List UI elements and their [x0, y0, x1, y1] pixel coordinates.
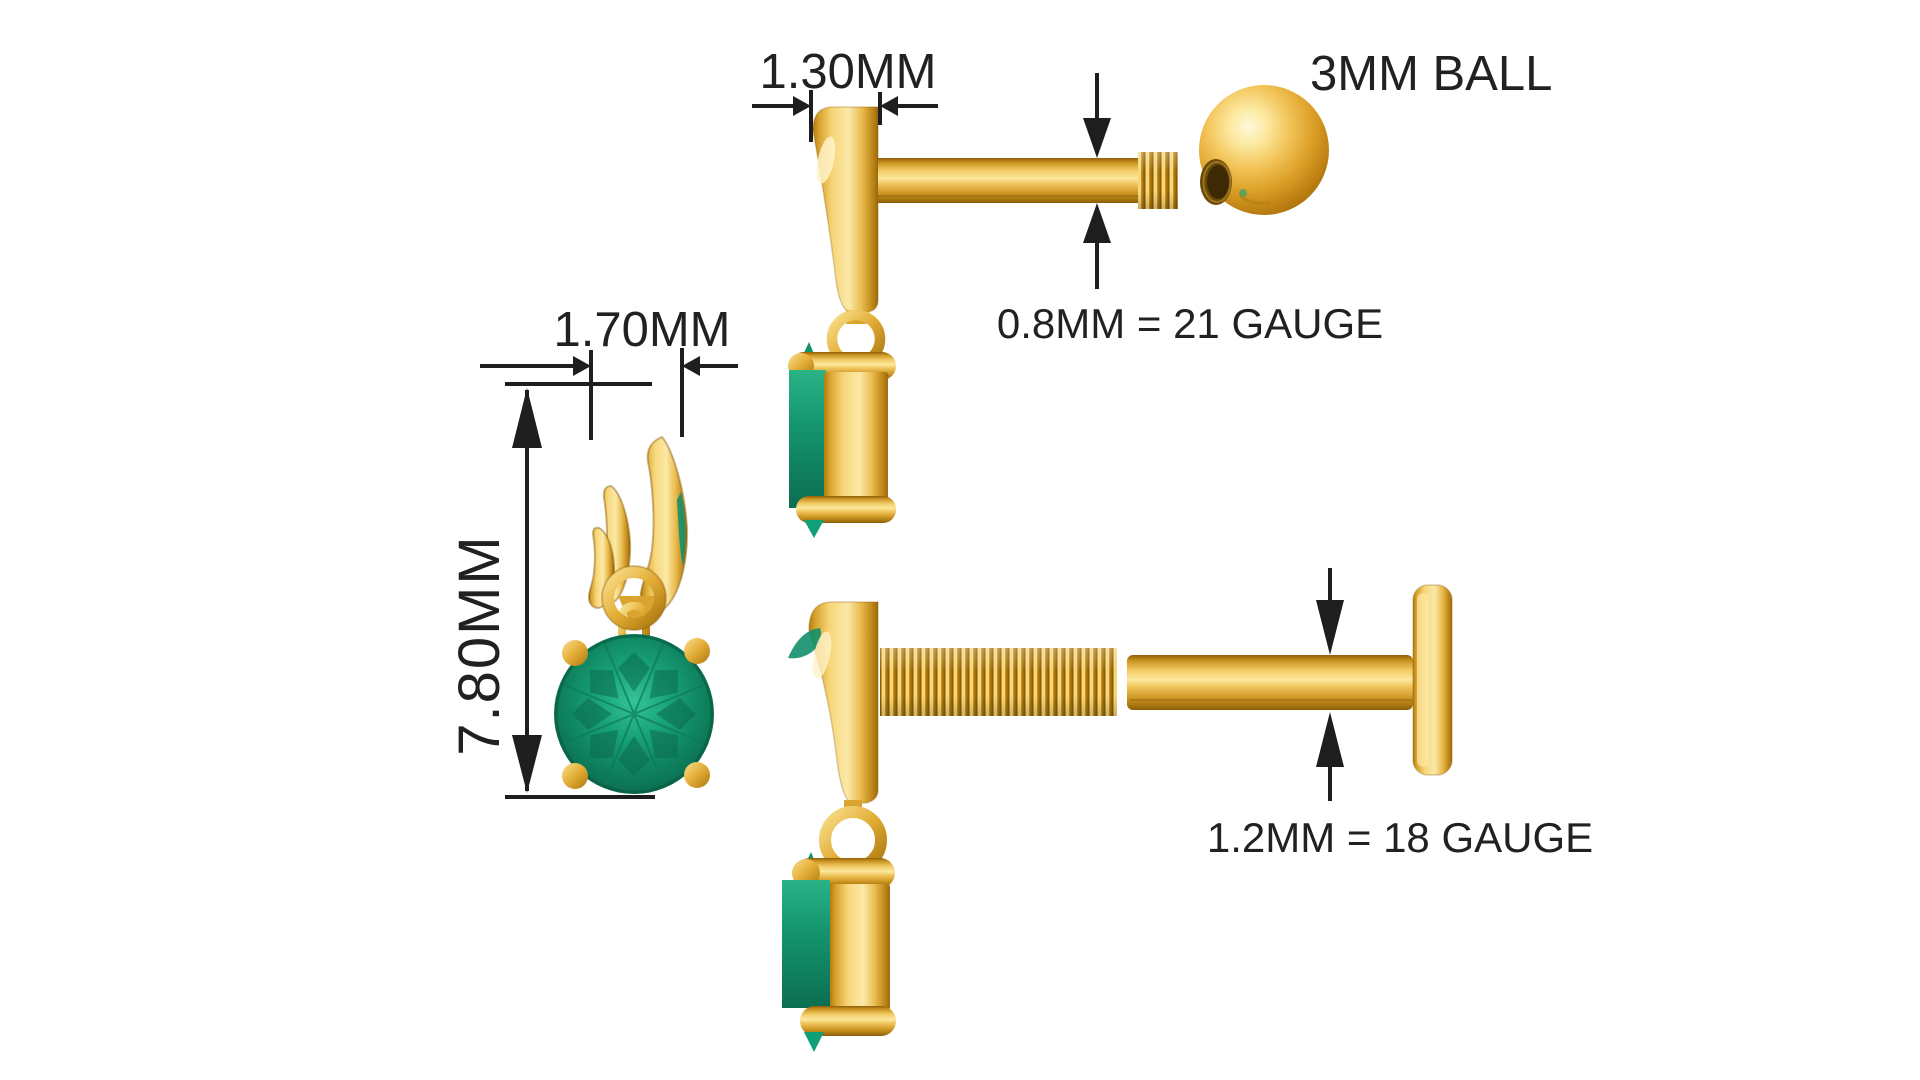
labret-disc-highlight	[1417, 593, 1429, 767]
arrow-right-icon	[793, 96, 811, 116]
top-side-view	[788, 85, 1329, 538]
arrow-down-icon	[512, 735, 542, 793]
facet-line	[603, 643, 635, 715]
arrow-up-icon	[1316, 712, 1344, 767]
dimension-plate-width: 1.30MM	[752, 45, 938, 142]
arrow-left-icon	[682, 356, 700, 376]
emerald-side	[789, 370, 826, 508]
bottom-stone-setting-side	[782, 852, 896, 1052]
top-post-gauge-label: 0.8MM = 21 GAUGE	[997, 300, 1383, 347]
prong	[684, 762, 710, 788]
top-stone-setting-side	[788, 342, 896, 538]
dimension-top-post-gauge: 0.8MM = 21 GAUGE	[997, 73, 1383, 347]
arrow-down-icon	[1316, 600, 1344, 655]
prong	[562, 763, 588, 789]
wing-emerald-reflection	[677, 492, 686, 566]
setting-rail-bottom	[796, 496, 896, 523]
bottom-threading-shade	[880, 648, 1117, 716]
facet	[649, 670, 678, 699]
facet-line	[563, 683, 635, 715]
bottom-side-view	[782, 584, 1453, 1052]
facet	[649, 729, 678, 758]
facet	[656, 698, 696, 730]
setting-bar	[824, 372, 888, 512]
plate-width-label: 1.30MM	[759, 45, 936, 99]
arrow-down-icon	[1083, 118, 1111, 158]
hanging-ring	[602, 566, 666, 630]
hanging-ring-outline	[601, 565, 667, 631]
top-threading-shade	[1138, 152, 1178, 209]
emerald-tip-bottom	[804, 520, 824, 538]
facet-line	[603, 713, 635, 785]
ball-green-glint	[1239, 189, 1247, 197]
facet	[572, 698, 612, 730]
emerald-edge	[554, 634, 714, 794]
dimension-drop-height: 7.80MM	[447, 382, 655, 799]
drop-width-label: 1.70MM	[553, 303, 730, 357]
emerald-facets	[554, 634, 714, 794]
facet	[618, 652, 650, 692]
facet-line	[633, 643, 665, 715]
prong	[562, 640, 588, 666]
plate-highlight	[812, 631, 832, 679]
facet-line	[633, 713, 705, 745]
arrow-up-icon	[1083, 203, 1111, 243]
setting-rail-bottom	[800, 1006, 896, 1036]
arrow-up-icon	[512, 388, 542, 448]
ball-back	[1199, 85, 1329, 215]
emerald-side	[782, 880, 830, 1008]
front-view-earring	[554, 435, 714, 794]
top-post	[878, 158, 1138, 203]
ball-thread-hole-inner	[1207, 165, 1229, 199]
dimension-bottom-post-gauge: 1.2MM = 18 GAUGE	[1207, 568, 1593, 861]
prong	[684, 638, 710, 664]
arrow-left-icon	[880, 96, 898, 116]
facet-line	[563, 713, 635, 745]
facet-line	[633, 713, 665, 785]
hole-thread-ring	[1202, 161, 1232, 203]
facet	[590, 670, 619, 699]
drop-height-label: 7.80MM	[447, 534, 512, 756]
top-plate	[812, 106, 879, 313]
facet	[618, 736, 650, 776]
labret-post	[1127, 655, 1413, 710]
facet	[590, 729, 619, 758]
facet-line	[633, 683, 705, 715]
emerald-stone-front	[554, 634, 714, 794]
setting-bar	[830, 884, 890, 1010]
wing-ornament	[587, 435, 689, 620]
dimension-drop-width: 1.70MM	[480, 303, 738, 440]
arrow-right-icon	[573, 356, 591, 376]
plate-emerald-reflection	[788, 628, 821, 659]
ball-size-label: 3MM BALL	[1310, 47, 1552, 101]
ball-reflection	[1239, 194, 1271, 205]
plate-highlight	[816, 136, 836, 184]
bottom-post-gauge-label: 1.2MM = 18 GAUGE	[1207, 814, 1593, 861]
emerald-tip-bottom	[804, 1032, 824, 1052]
labret-back	[1127, 584, 1453, 776]
